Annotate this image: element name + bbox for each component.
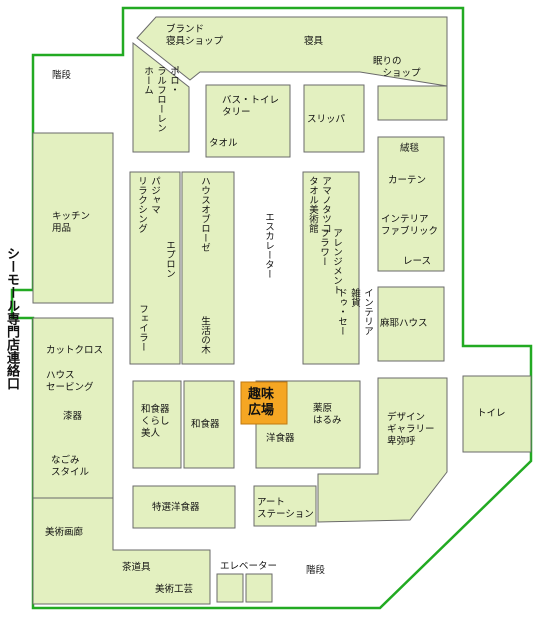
label-art-crafts: 美術工芸	[155, 584, 194, 595]
elevator-right[interactable]	[245, 573, 273, 603]
label-design-gallery: デザイン ギャラリー 卑弥呼	[387, 412, 435, 447]
label-selected-western: 特選洋食器	[152, 502, 200, 513]
label-hobby-plaza: 趣味 広場	[248, 387, 275, 418]
label-slipper: スリッパ	[307, 114, 346, 125]
shop-hemp[interactable]	[377, 286, 445, 362]
label-japanese-ware: 和食器	[191, 419, 220, 430]
shop-amano[interactable]	[302, 171, 360, 365]
label-art-corridor: 美術画廊	[45, 527, 84, 538]
label-lace: レース	[403, 256, 432, 267]
label-zakka: インテリア 雑貨 ドゥ・セー	[336, 288, 373, 336]
shop-art-corridor[interactable]	[32, 497, 211, 605]
label-seikatsu: 生活の木	[199, 316, 210, 354]
label-house-blouse: ハウスオブローゼ	[199, 176, 210, 252]
label-brand-bedding: ブランド 寝具ショップ	[166, 24, 224, 47]
shop-design-gallery[interactable]	[317, 377, 448, 523]
shop-polo[interactable]	[132, 41, 190, 153]
shop-rug-curtain[interactable]	[377, 136, 445, 272]
label-stairs-bottom: 階段	[306, 565, 326, 576]
shop-japanese-ware[interactable]	[183, 380, 235, 469]
label-cutcross: カットクロス	[46, 345, 104, 356]
label-tea-utensils: 茶道具	[122, 562, 151, 573]
label-kusahara: 薬原 はるみ	[313, 403, 342, 426]
label-hemp: 麻耶ハウス	[380, 318, 428, 329]
label-house-seeing: ハウス セービング	[46, 370, 94, 393]
label-art-station: アート ステーション	[257, 497, 314, 520]
shop-kitchen[interactable]	[32, 132, 114, 304]
label-elevator: エレベーター	[220, 561, 278, 572]
shop-sleep[interactable]	[377, 85, 448, 121]
label-stairs-top: 階段	[52, 70, 72, 81]
label-interior-fabric: インテリア ファブリック	[381, 214, 439, 237]
label-pajama: パジャマ リラクシング	[136, 176, 160, 233]
label-feiler: フェイラー	[137, 304, 148, 352]
shop-japanese-life[interactable]	[132, 380, 182, 469]
label-towel: タオル	[209, 138, 238, 149]
label-rug: 絨毯	[400, 143, 420, 154]
shop-toilet[interactable]	[462, 375, 532, 453]
label-escalator: エスカレーター	[263, 212, 274, 279]
side-connector-label: シーモール専門店連絡口	[4, 247, 19, 390]
shop-cutcross[interactable]	[32, 317, 114, 499]
label-bath-toilet: バス・トイレ タリー	[222, 95, 280, 118]
shop-house-blouse[interactable]	[181, 171, 235, 365]
label-japanese-life: 和食器 くらし 美人	[141, 404, 170, 439]
hobby-plaza-highlight[interactable]	[240, 381, 288, 425]
label-polo: ポロ・ ラルフローレン ホーム	[142, 66, 179, 133]
label-western-ware: 洋食器	[266, 433, 295, 444]
shop-art-station[interactable]	[253, 485, 317, 527]
label-toilet: トイレ	[477, 408, 506, 419]
shop-bath-toilet[interactable]	[205, 84, 291, 158]
shop-slipper[interactable]	[303, 84, 365, 153]
label-arrangement: アレンジメント フラワー	[318, 228, 342, 295]
label-lacquer: 漆器	[63, 411, 83, 422]
label-apron: エプロン	[164, 240, 175, 278]
label-nagomi: なごみ スタイル	[51, 455, 90, 478]
label-kitchen: キッチン 用品	[52, 211, 91, 234]
shop-pajama[interactable]	[129, 171, 181, 365]
shop-brand-bedding[interactable]	[136, 16, 448, 87]
shop-selected-western[interactable]	[132, 485, 236, 529]
label-curtain: カーテン	[388, 175, 427, 186]
label-amano: アマノタツコ タオル美術館	[307, 176, 331, 233]
label-sleep-shop: 眠りの ショップ	[373, 56, 421, 79]
elevator-left[interactable]	[216, 573, 244, 603]
label-bedding: 寝具	[304, 36, 324, 47]
